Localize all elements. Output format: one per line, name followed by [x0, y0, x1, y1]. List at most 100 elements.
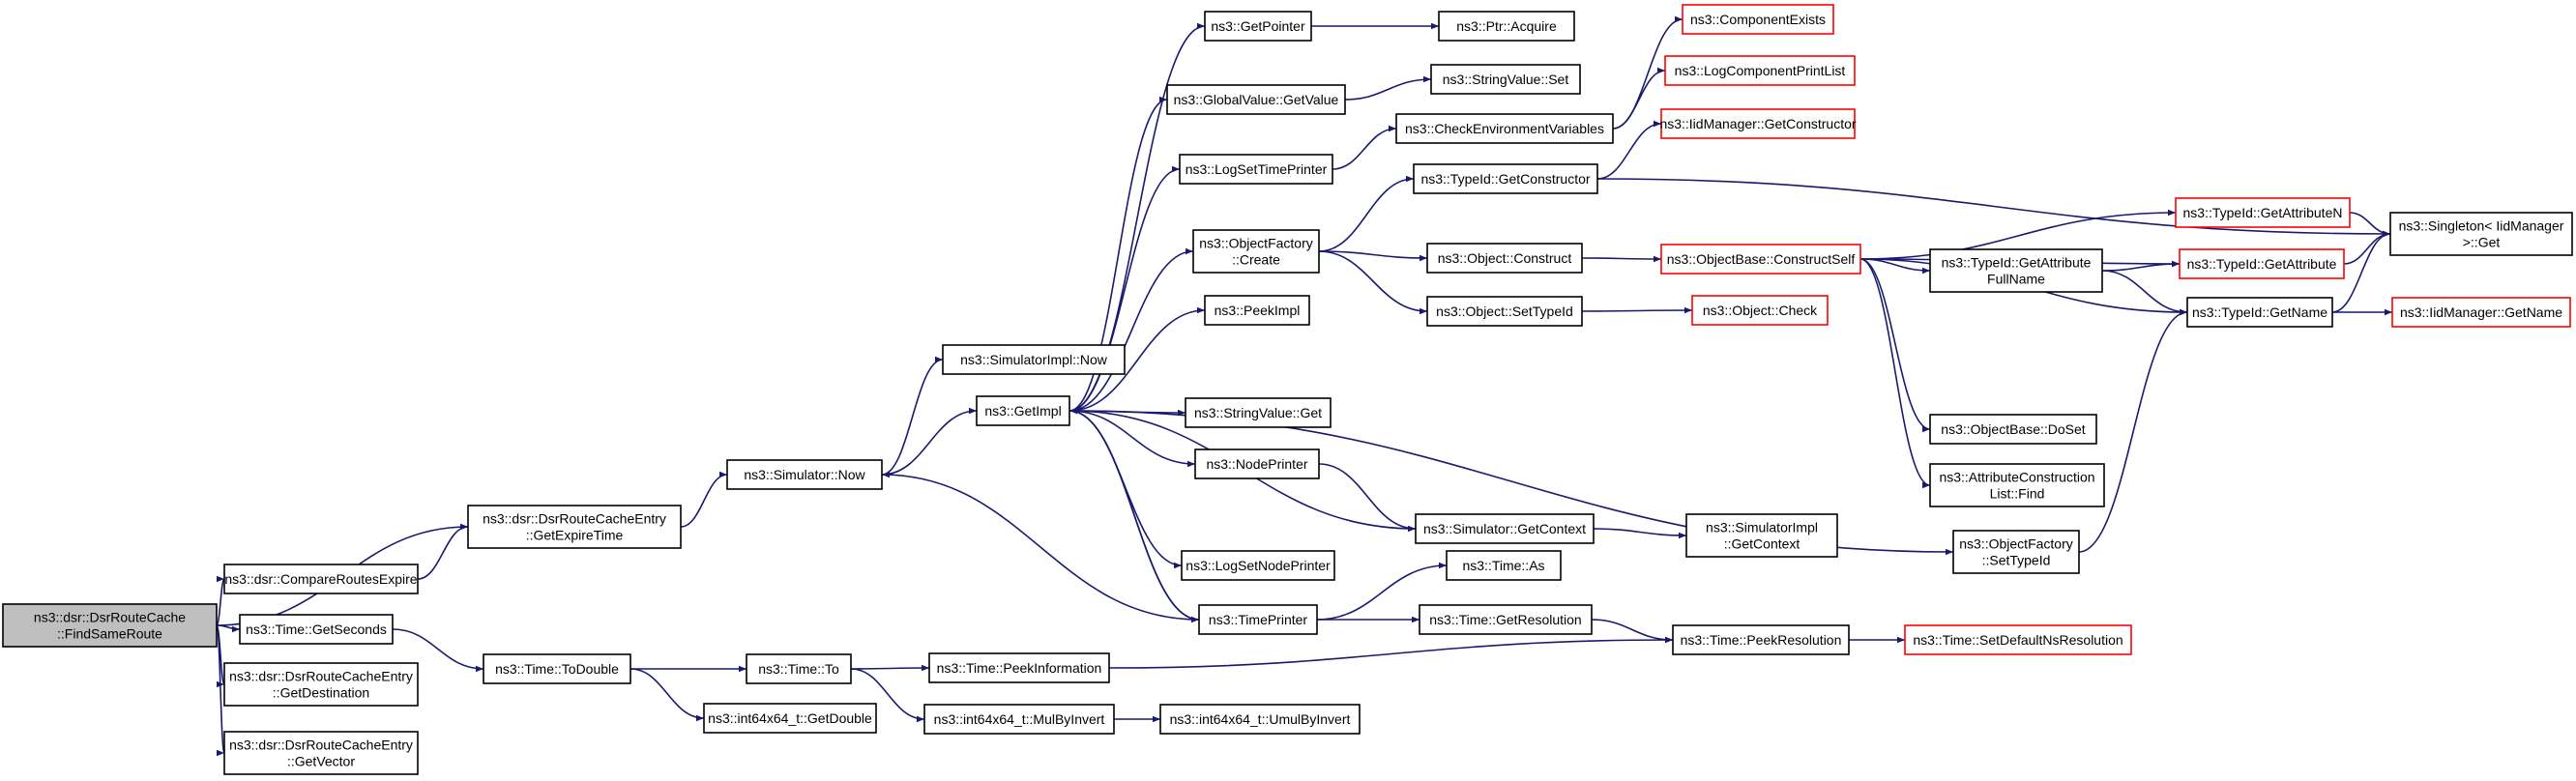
node-box	[1395, 113, 1614, 144]
edge-obconstruct-tigetattrn	[1859, 209, 2177, 260]
graph-edge	[850, 664, 930, 672]
node-label: ns3::ComponentExists	[1690, 12, 1826, 27]
graph-node-obconstruct[interactable]: ns3::ObjectBase::ConstructSelf	[1660, 244, 1861, 275]
edge-tigetattrn-singleton	[2349, 212, 2391, 238]
graph-node-getdest[interactable]: ns3::dsr::DsrRouteCacheEntry::GetDestina…	[223, 662, 419, 707]
node-label: ns3::LogSetNodePrinter	[1186, 558, 1331, 573]
node-label: ns3::Simulator::GetContext	[1423, 521, 1586, 536]
node-box	[483, 653, 631, 684]
graph-edge	[1593, 528, 1687, 539]
graph-node-svset[interactable]: ns3::StringValue::Set	[1430, 64, 1581, 95]
graph-node-getimpl[interactable]: ns3::GetImpl	[976, 395, 1070, 426]
graph-node-umulinv[interactable]: ns3::int64x64_t::UmulByInvert	[1159, 704, 1361, 735]
graph-edge	[1068, 407, 1200, 621]
node-label: ns3::GetImpl	[984, 403, 1061, 419]
graph-node-compexists[interactable]: ns3::ComponentExists	[1682, 4, 1834, 35]
node-box	[1682, 4, 1834, 35]
graph-node-root[interactable]: ns3::dsr::DsrRouteCache::FindSameRoute	[2, 603, 218, 648]
graph-node-singleton[interactable]: ns3::Singleton< IidManager >::Get	[2389, 212, 2573, 256]
node-box	[1194, 448, 1320, 479]
graph-node-implnow[interactable]: ns3::SimulatorImpl::Now	[942, 344, 1126, 375]
graph-node-logtp[interactable]: ns3::LogSetTimePrinter	[1179, 154, 1333, 185]
graph-node-tigetattr[interactable]: ns3::TypeId::GetAttribute	[2179, 248, 2345, 279]
graph-node-ptracq[interactable]: ns3::Ptr::Acquire	[1438, 11, 1575, 42]
node-label: ns3::int64x64_t::MulByInvert	[934, 711, 1105, 727]
edge-getimpl-logsnp	[1068, 410, 1183, 569]
graph-node-checkenv[interactable]: ns3::CheckEnvironmentVariables	[1395, 113, 1614, 144]
node-label: ns3::dsr::DsrRouteCacheEntry	[483, 511, 666, 527]
edge-root-getsec	[216, 624, 241, 633]
graph-node-obdoset[interactable]: ns3::ObjectBase::DoSet	[1929, 414, 2097, 445]
graph-node-mulinv[interactable]: ns3::int64x64_t::MulByInvert	[923, 704, 1115, 735]
graph-node-getsec[interactable]: ns3::Time::GetSeconds	[239, 614, 394, 645]
graph-edge	[1318, 175, 1415, 252]
node-label: ns3::SimulatorImpl	[1706, 520, 1818, 535]
node-label: ns3::ObjectFactory	[1959, 536, 2073, 552]
graph-node-simgetctx[interactable]: ns3::Simulator::GetContext	[1415, 513, 1595, 544]
graph-edge	[1068, 306, 1206, 412]
graph-node-tigetname[interactable]: ns3::TypeId::GetName	[2186, 297, 2333, 328]
graph-edge	[680, 471, 728, 528]
graph-edge	[216, 624, 225, 756]
graph-edge	[1344, 75, 1432, 101]
graph-node-timeto[interactable]: ns3::Time::To	[746, 653, 852, 684]
node-box	[1685, 513, 1838, 558]
node-label: ::GetDestination	[273, 685, 369, 701]
node-label: ns3::TypeId::GetAttribute	[2187, 256, 2337, 272]
edge-tigetc-iidgetc	[1596, 120, 1662, 180]
node-label: ns3::dsr::DsrRouteCacheEntry	[229, 738, 413, 753]
node-box	[942, 344, 1126, 375]
graph-node-nodepr[interactable]: ns3::NodePrinter	[1194, 448, 1320, 479]
graph-node-objcheck[interactable]: ns3::Object::Check	[1691, 295, 1829, 326]
node-box	[1660, 244, 1861, 275]
graph-node-tigetattrn[interactable]: ns3::TypeId::GetAttributeN	[2175, 197, 2351, 228]
node-box	[1426, 296, 1583, 327]
graph-node-ofsettid[interactable]: ns3::ObjectFactory::SetTypeId	[1952, 530, 2080, 574]
node-label: ns3::int64x64_t::UmulByInvert	[1170, 711, 1351, 727]
graph-node-timegetres[interactable]: ns3::Time::GetResolution	[1419, 604, 1593, 635]
node-box	[1952, 530, 2080, 574]
graph-node-ofcreate[interactable]: ns3::ObjectFactory::Create	[1192, 229, 1320, 274]
graph-node-timeas[interactable]: ns3::Time::As	[1446, 550, 1562, 581]
graph-node-todouble[interactable]: ns3::Time::ToDouble	[483, 653, 631, 684]
edge-getexp-simnow	[680, 471, 728, 528]
graph-edge	[881, 356, 944, 476]
node-box	[1204, 11, 1312, 42]
graph-node-svget[interactable]: ns3::StringValue::Get	[1185, 397, 1332, 428]
node-label: ns3::ObjectFactory	[1199, 236, 1313, 251]
graph-node-getdbl[interactable]: ns3::int64x64_t::GetDouble	[703, 703, 877, 734]
graph-node-getvec[interactable]: ns3::dsr::DsrRouteCacheEntry::GetVector	[223, 731, 419, 775]
node-box	[239, 614, 394, 645]
graph-node-gvget[interactable]: ns3::GlobalValue::GetValue	[1166, 84, 1346, 115]
graph-edge	[2349, 212, 2391, 238]
graph-node-objcons[interactable]: ns3::Object::Construct	[1426, 243, 1583, 274]
node-box	[923, 704, 1115, 735]
graph-edge	[1318, 463, 1417, 533]
node-label: ns3::StringValue::Set	[1443, 72, 1569, 87]
graph-edge	[2101, 260, 2181, 272]
graph-node-setdefres[interactable]: ns3::Time::SetDefaultNsResolution	[1904, 624, 2132, 655]
graph-node-cmp[interactable]: ns3::dsr::CompareRoutesExpire	[223, 564, 419, 594]
edge-peekinfo-peekres	[1108, 636, 1674, 669]
graph-node-getexp[interactable]: ns3::dsr::DsrRouteCacheEntry::GetExpireT…	[467, 505, 682, 549]
graph-node-logcpl[interactable]: ns3::LogComponentPrintList	[1664, 55, 1856, 86]
graph-node-simnow[interactable]: ns3::Simulator::Now	[726, 459, 883, 490]
graph-edge	[1318, 250, 1428, 262]
graph-node-timepr[interactable]: ns3::TimePrinter	[1198, 604, 1318, 635]
graph-edge	[1068, 96, 1168, 412]
graph-node-peekres[interactable]: ns3::Time::PeekResolution	[1672, 624, 1850, 655]
graph-node-tigetc[interactable]: ns3::TypeId::GetConstructor	[1413, 163, 1598, 194]
graph-node-objsettid[interactable]: ns3::Object::SetTypeId	[1426, 296, 1583, 327]
graph-node-getptr[interactable]: ns3::GetPointer	[1204, 11, 1312, 42]
graph-node-peekimpl[interactable]: ns3::PeekImpl	[1204, 295, 1310, 326]
node-label: ns3::TypeId::GetAttributeN	[2183, 205, 2343, 220]
edge-timepr-timeas	[1316, 562, 1448, 621]
graph-node-iidgetname[interactable]: ns3::IidManager::GetName	[2391, 297, 2571, 328]
graph-node-implgetctx[interactable]: ns3::SimulatorImpl::GetContext	[1685, 513, 1838, 558]
graph-node-iidgetc[interactable]: ns3::IidManager::GetConstructor	[1659, 108, 1857, 139]
node-label: ::Create	[1232, 252, 1280, 268]
graph-node-peekinfo[interactable]: ns3::Time::PeekInformation	[928, 652, 1110, 683]
graph-node-logsnp[interactable]: ns3::LogSetNodePrinter	[1181, 550, 1335, 581]
